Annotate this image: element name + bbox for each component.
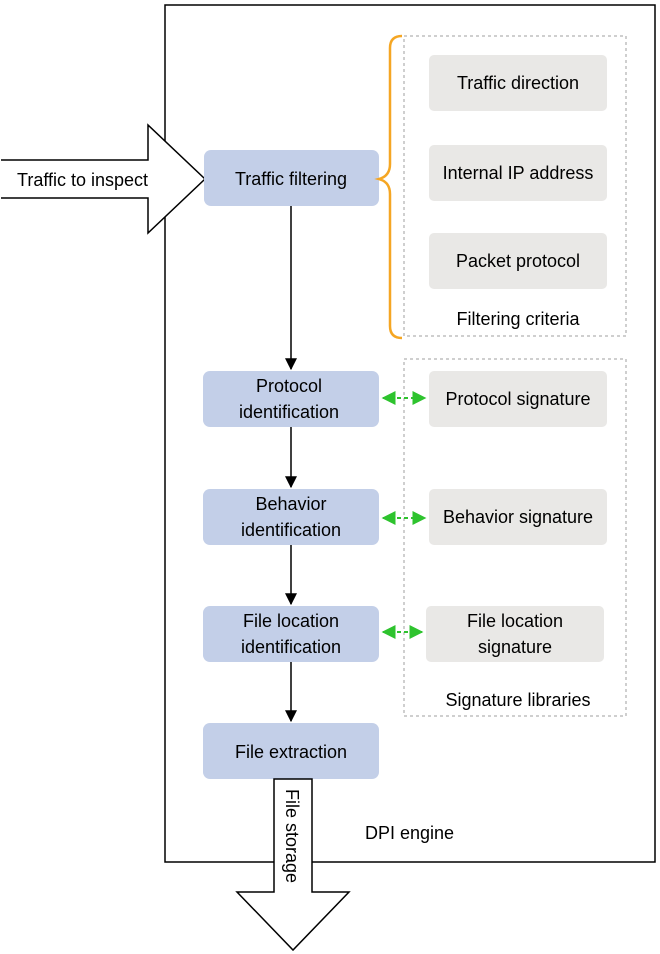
signature-box-behavior xyxy=(429,489,607,545)
output-arrow xyxy=(235,778,351,952)
criteria-box-internal-ip xyxy=(429,145,607,201)
step-box xyxy=(203,723,379,779)
dpi-engine-frame xyxy=(164,4,656,863)
signature-box-file-location xyxy=(426,606,604,662)
filtering-criteria-group xyxy=(403,35,627,337)
filtering-criteria-label: Filtering criteria xyxy=(456,309,580,329)
dpi-engine-label: DPI engine xyxy=(365,823,454,843)
step-box xyxy=(203,489,379,545)
output-arrow-label: File storage xyxy=(282,789,302,883)
signature-libraries-group xyxy=(403,358,627,717)
step-label-line2: identification xyxy=(241,637,341,657)
signature-label: Protocol signature xyxy=(445,389,590,409)
criteria-box-traffic-direction xyxy=(429,55,607,111)
criteria-brace xyxy=(374,34,403,340)
step-traffic-filtering: Traffic filtering xyxy=(204,150,379,206)
criteria-box-packet-protocol xyxy=(429,233,607,289)
step-label-line1: File location xyxy=(243,611,339,631)
step-label-line2: identification xyxy=(239,402,339,422)
signature-label-line1: File location xyxy=(467,611,563,631)
step-file-location-identification: File location identification xyxy=(203,606,379,662)
criteria-label: Traffic direction xyxy=(457,73,579,93)
step-behavior-identification: Behavior identification xyxy=(203,489,379,545)
signature-label-line2: signature xyxy=(478,637,552,657)
step-label: File extraction xyxy=(235,742,347,762)
step-label-line1: Protocol xyxy=(256,376,322,396)
signature-label: Behavior signature xyxy=(443,507,593,527)
criteria-label: Internal IP address xyxy=(443,163,594,183)
step-protocol-identification: Protocol identification xyxy=(203,371,379,427)
input-arrow-label: Traffic to inspect xyxy=(17,170,148,190)
step-box xyxy=(203,371,379,427)
step-box xyxy=(204,150,379,206)
step-file-extraction: File extraction xyxy=(203,723,379,779)
step-box xyxy=(203,606,379,662)
signature-box-protocol xyxy=(429,371,607,427)
signature-libraries-label: Signature libraries xyxy=(445,690,590,710)
step-label-line1: Behavior xyxy=(255,494,326,514)
step-label-line2: identification xyxy=(241,520,341,540)
criteria-label: Packet protocol xyxy=(456,251,580,271)
step-label: Traffic filtering xyxy=(235,169,347,189)
